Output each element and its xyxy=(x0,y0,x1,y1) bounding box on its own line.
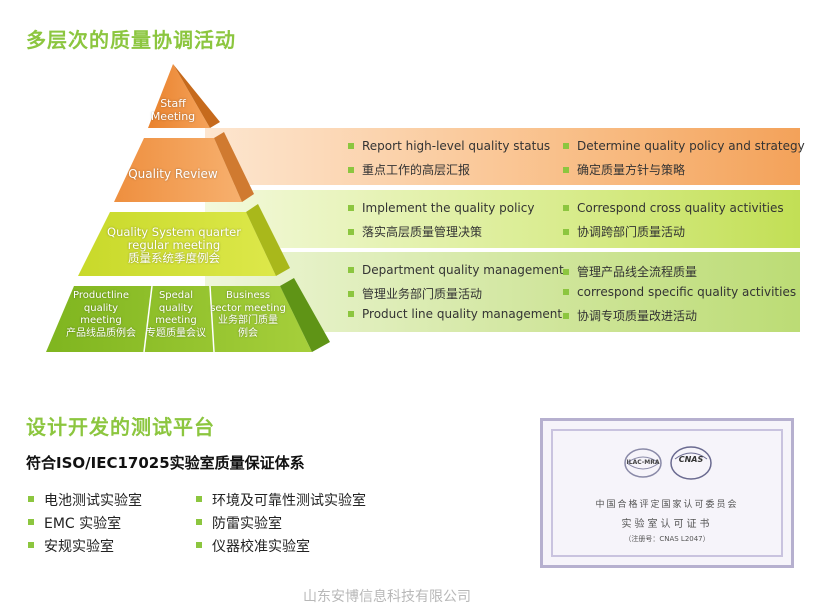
section-title-testing: 设计开发的测试平台 xyxy=(26,415,215,439)
tier3-line2: regular meeting xyxy=(127,238,221,252)
pyramid-tier-system-side xyxy=(246,204,290,276)
lab-right-1: 环境及可靠性测试实验室 xyxy=(196,490,366,510)
band3-right-2: correspond specific quality activities xyxy=(563,285,796,299)
cnas-certificate: ILAC-MRA CNAS 中国合格评定国家认可委员会 实验室认可证书 （注册号… xyxy=(540,418,794,568)
lab-right-3: 仪器校准实验室 xyxy=(196,536,310,556)
band1-left-1: Report high-level quality status xyxy=(348,139,550,153)
tier4-col2-label: Spedal quality meeting 专题质量会议 xyxy=(142,290,210,340)
band3-left-3: Product line quality management xyxy=(348,307,562,321)
cnas-logo-icon xyxy=(670,446,712,480)
band-quality-review xyxy=(205,128,800,185)
certificate-title: 实验室认可证书 xyxy=(621,519,713,530)
tier4-col3-line1: Business xyxy=(225,290,271,301)
certificate-frame xyxy=(551,429,783,557)
band1-right-2: 确定质量方针与策略 xyxy=(563,161,685,178)
band1-right-1: Determine quality policy and strategy xyxy=(563,139,805,153)
tier4-col1-line3: meeting xyxy=(80,315,122,326)
pyramid-divider-2 xyxy=(209,285,215,353)
section-title-quality: 多层次的质量协调活动 xyxy=(26,28,236,52)
tier4-col1-label: Productline quality meeting 产品线品质例会 xyxy=(58,290,144,340)
ilac-mra-label: ILAC-MRA xyxy=(626,459,660,466)
band3-left-1: Department quality management xyxy=(348,263,564,277)
tier3-label: Quality System quarter regular meeting 质… xyxy=(96,226,252,265)
section-subtitle-iso: 符合ISO/IEC17025实验室质量保证体系 xyxy=(26,454,305,472)
lab-right-2: 防雷实验室 xyxy=(196,513,282,533)
pyramid-divider-1 xyxy=(143,285,153,353)
tier4-col3-line2: sector meeting xyxy=(210,302,286,314)
ilac-mra-logo-icon xyxy=(624,448,662,478)
lab-left-3: 安规实验室 xyxy=(28,536,114,556)
tier4-col2-line2: quality xyxy=(158,302,194,314)
cnas-label: CNAS xyxy=(678,455,704,464)
tier3-line1: Quality System quarter xyxy=(107,225,241,239)
band2-right-1: Correspond cross quality activities xyxy=(563,201,784,215)
tier4-col3-line3: 业务部门质量 xyxy=(218,315,278,326)
tier1-line2: Meeting xyxy=(150,110,196,123)
pyramid-tier-base xyxy=(46,286,312,352)
band3-left-2: 管理业务部门质量活动 xyxy=(348,285,482,302)
certificate-number: （注册号：CNAS L2047） xyxy=(624,535,710,543)
tier4-col1-line4: 产品线品质例会 xyxy=(66,327,136,339)
tier2-label: Quality Review xyxy=(128,167,218,181)
pyramid-tier-staff xyxy=(148,64,210,128)
tier4-col2-line4: 专题质量会议 xyxy=(146,327,206,339)
pyramid-tier-staff-side xyxy=(173,64,220,128)
tier1-line1: Staff xyxy=(160,97,186,110)
pyramid-tier-review-side xyxy=(214,132,254,202)
band2-right-2: 协调跨部门质量活动 xyxy=(563,223,685,240)
band3-right-1: 管理产品线全流程质量 xyxy=(563,263,697,280)
band1-left-2: 重点工作的高层汇报 xyxy=(348,161,470,178)
band2-left-2: 落实高层质量管理决策 xyxy=(348,223,482,240)
certificate-org: 中国合格评定国家认可委员会 xyxy=(595,500,739,510)
tier4-col3-line4: 例会 xyxy=(238,327,258,339)
lab-left-1: 电池测试实验室 xyxy=(28,490,142,510)
band3-right-3: 协调专项质量改进活动 xyxy=(563,307,697,324)
tier4-col2-line1: Spedal xyxy=(158,290,194,301)
tier4-col2-line3: meeting xyxy=(155,315,197,326)
tier4-col1-line2: quality xyxy=(83,302,119,314)
band2-left-1: Implement the quality policy xyxy=(348,201,534,215)
tier3-line3: 质量系统季度例会 xyxy=(128,251,220,265)
pyramid-tier-review xyxy=(114,138,242,202)
pyramid-tier-base-side xyxy=(280,278,330,352)
tier1-label: Staff Meeting xyxy=(144,97,202,123)
tier4-col3-label: Business sector meeting 业务部门质量 例会 xyxy=(210,290,286,340)
footer-company: 山东安博信息科技有限公司 xyxy=(303,589,471,605)
lab-left-2: EMC 实验室 xyxy=(28,513,121,533)
tier4-col1-line1: Productline xyxy=(72,290,129,301)
band-quality-system xyxy=(205,190,800,248)
quality-pyramid xyxy=(46,64,330,353)
pyramid-tier-system xyxy=(78,212,276,276)
